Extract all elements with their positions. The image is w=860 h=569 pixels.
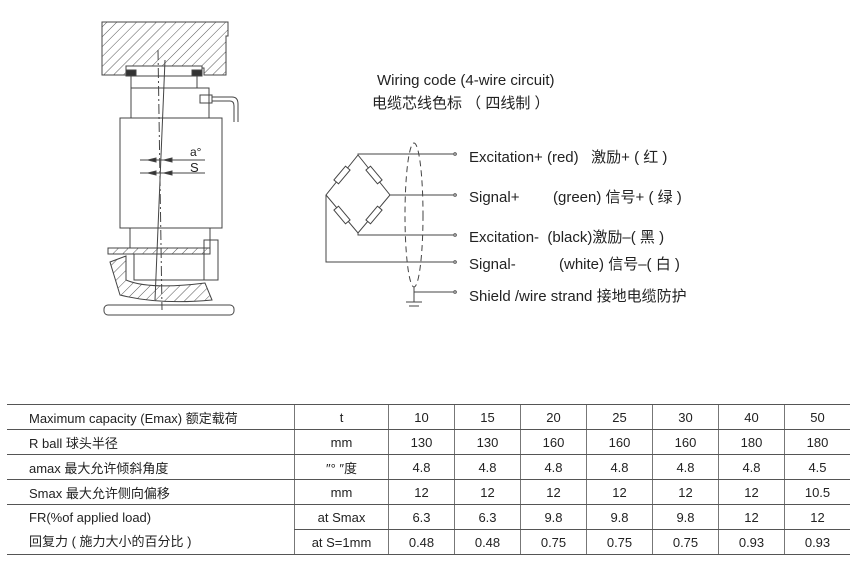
cell-value: 50 bbox=[784, 404, 850, 430]
cell-value: 4.8 bbox=[718, 454, 785, 480]
row-label: Smax 最大允许侧向偏移 bbox=[7, 479, 295, 505]
cell-value: 10 bbox=[388, 404, 455, 430]
cell-value: 0.93 bbox=[784, 529, 850, 555]
cell-value: 130 bbox=[454, 429, 521, 455]
wire-signal-plus: Signal+ (green) 信号+ ( 绿 ) bbox=[469, 186, 682, 207]
cell-value: 40 bbox=[718, 404, 785, 430]
wire-color: (green) bbox=[553, 189, 602, 206]
fr-label: FR(%of applied load) 回复力 ( 施力大小的百分比 ) bbox=[7, 504, 295, 555]
wire-color: (red) bbox=[546, 149, 579, 166]
wire-cn: 信号+ ( 绿 ) bbox=[605, 189, 682, 206]
row-unit: mm bbox=[294, 479, 389, 505]
wire-cn: 信号–( 白 ) bbox=[608, 256, 680, 273]
cell-value: 12 bbox=[784, 504, 850, 530]
wire-name: Excitation+ bbox=[469, 149, 543, 166]
row-unit: at S=1mm bbox=[294, 529, 389, 555]
cell-value: 0.93 bbox=[718, 529, 785, 555]
cell-value: 180 bbox=[784, 429, 850, 455]
cell-value: 160 bbox=[586, 429, 653, 455]
cell-value: 12 bbox=[652, 479, 719, 505]
cell-value: 6.3 bbox=[388, 504, 455, 530]
wire-excitation-minus: Excitation- (black)激励–( 黑 ) bbox=[469, 226, 664, 247]
cell-value: 0.75 bbox=[586, 529, 653, 555]
cell-value: 12 bbox=[520, 479, 587, 505]
cell-value: 4.8 bbox=[520, 454, 587, 480]
cell-value: 25 bbox=[586, 404, 653, 430]
cell-value: 12 bbox=[718, 479, 785, 505]
wire-name: Shield /wire strand bbox=[469, 288, 593, 305]
cell-value: 9.8 bbox=[586, 504, 653, 530]
cell-value: 12 bbox=[454, 479, 521, 505]
cell-value: 12 bbox=[388, 479, 455, 505]
cell-value: 130 bbox=[388, 429, 455, 455]
wire-signal-minus: Signal- (white) 信号–( 白 ) bbox=[469, 253, 680, 274]
wiring-title-en: Wiring code (4-wire circuit) bbox=[377, 72, 555, 89]
cell-value: 15 bbox=[454, 404, 521, 430]
row-label: R ball 球头半径 bbox=[7, 429, 295, 455]
angle-label: a° bbox=[190, 145, 202, 159]
row-unit: mm bbox=[294, 429, 389, 455]
cell-value: 10.5 bbox=[784, 479, 850, 505]
wire-name: Signal+ bbox=[469, 189, 520, 206]
cell-value: 30 bbox=[652, 404, 719, 430]
cell-value: 4.8 bbox=[652, 454, 719, 480]
wire-name: Signal- bbox=[469, 256, 516, 273]
cell-value: 6.3 bbox=[454, 504, 521, 530]
cell-value: 160 bbox=[652, 429, 719, 455]
cell-value: 20 bbox=[520, 404, 587, 430]
cell-value: 9.8 bbox=[652, 504, 719, 530]
technical-drawing: a° S bbox=[101, 21, 457, 316]
row-unit: ″° ″度 bbox=[294, 454, 389, 480]
cell-value: 12 bbox=[718, 504, 785, 530]
table-row: FR(%of applied load)回复力 ( 施力大小的百分比 )at S… bbox=[7, 504, 850, 555]
wire-cn: 接地电缆防护 bbox=[596, 288, 687, 305]
wiring-diagram bbox=[325, 142, 457, 307]
cell-value: 12 bbox=[586, 479, 653, 505]
cell-value: 4.8 bbox=[388, 454, 455, 480]
cell-value: 9.8 bbox=[520, 504, 587, 530]
wire-color: (white) bbox=[559, 256, 605, 273]
cell-value: 0.75 bbox=[520, 529, 587, 555]
fr-label-cn: 回复力 ( 施力大小的百分比 ) bbox=[29, 533, 192, 549]
wire-excitation-plus: Excitation+ (red) 激励+ ( 红 ) bbox=[469, 146, 667, 167]
cell-value: 4.8 bbox=[586, 454, 653, 480]
cell-value: 0.75 bbox=[652, 529, 719, 555]
wire-cn: 激励–( 黑 ) bbox=[592, 229, 665, 246]
wire-cn: 激励+ ( 红 ) bbox=[591, 149, 668, 166]
wire-shield: Shield /wire strand 接地电缆防护 bbox=[469, 285, 687, 306]
cell-value: 4.5 bbox=[784, 454, 850, 480]
wire-name: Excitation- bbox=[469, 229, 540, 246]
cell-value: 0.48 bbox=[388, 529, 455, 555]
wire-color: (black) bbox=[547, 229, 593, 246]
cell-value: 160 bbox=[520, 429, 587, 455]
row-label: Maximum capacity (Emax) 额定载荷 bbox=[7, 404, 295, 430]
row-unit: at Smax bbox=[294, 504, 389, 530]
load-cell-drawing bbox=[101, 21, 239, 316]
offset-label: S bbox=[190, 160, 199, 175]
cell-value: 180 bbox=[718, 429, 785, 455]
cell-value: 0.48 bbox=[454, 529, 521, 555]
fr-label-en: FR(%of applied load) bbox=[29, 509, 152, 525]
cell-value: 4.8 bbox=[454, 454, 521, 480]
wiring-title-cn: 电缆芯线色标 （ 四线制 ） bbox=[372, 95, 550, 112]
row-label: amax 最大允许倾斜角度 bbox=[7, 454, 295, 480]
row-unit: t bbox=[294, 404, 389, 430]
